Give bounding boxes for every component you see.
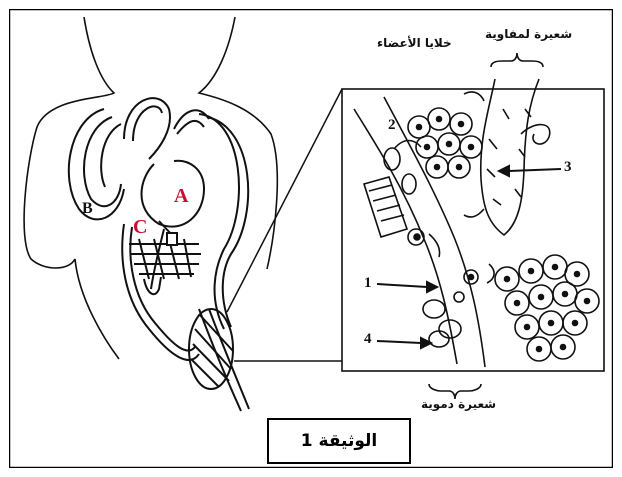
circulatory-system <box>69 98 249 411</box>
label-lymph-capillary: شعيرة لمفاوية <box>485 27 572 41</box>
label-organ-cells: خلايا الأعضاء <box>377 36 452 50</box>
label-a: A <box>174 185 188 208</box>
diagram-svg <box>9 9 613 468</box>
document-caption: الوثيقة 1 <box>267 418 411 464</box>
label-c: C <box>133 216 147 239</box>
label-1: 1 <box>364 275 372 292</box>
label-blood-capillary: شعيرة دموية <box>421 397 496 411</box>
label-b: B <box>82 200 93 218</box>
label-3: 3 <box>564 159 572 176</box>
label-4: 4 <box>364 331 372 348</box>
label-2: 2 <box>388 117 396 134</box>
figure-frame: A B C 2 3 1 4 خلايا الأعضاء شعيرة لمفاوي… <box>9 9 613 468</box>
